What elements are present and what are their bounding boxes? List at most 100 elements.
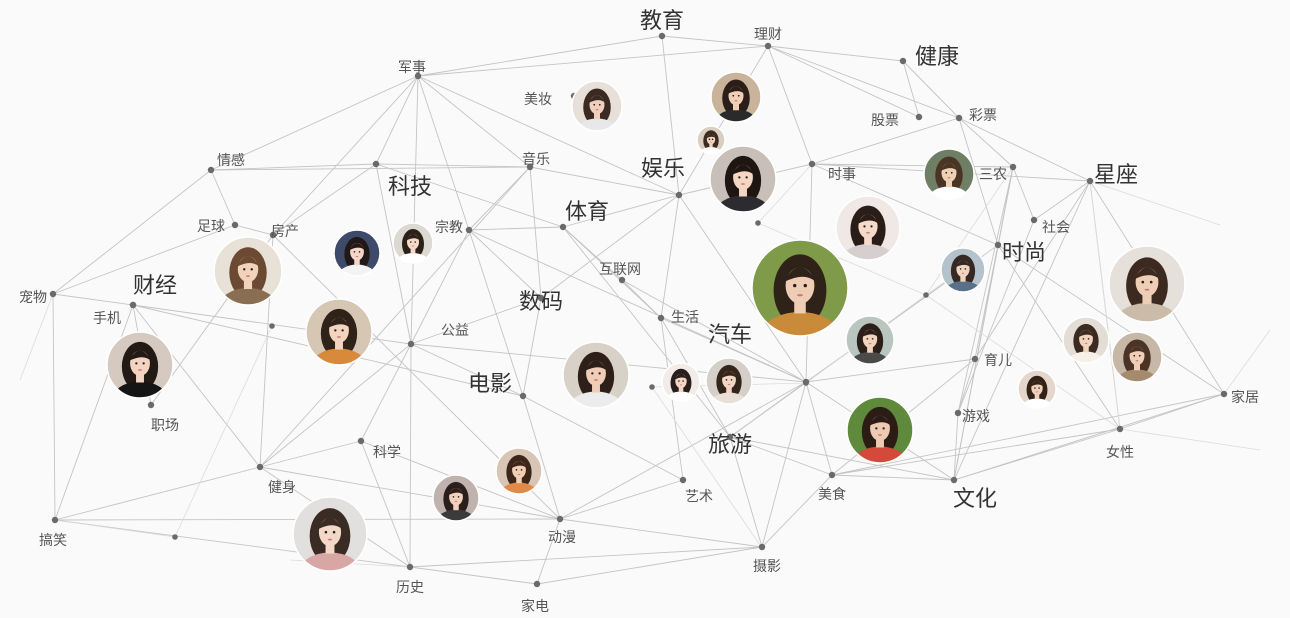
topic-label-keji[interactable]: 科技 bbox=[388, 175, 432, 200]
avatar-border bbox=[835, 195, 901, 261]
topic-label-sannong[interactable]: 三农 bbox=[979, 167, 1007, 183]
topic-label-youxi[interactable]: 游戏 bbox=[962, 409, 990, 425]
avatar-photo[interactable] bbox=[706, 358, 752, 418]
edge-qiche-yuer bbox=[805, 358, 976, 383]
edge-chongwu-zuqiu bbox=[52, 224, 236, 295]
avatar-photo[interactable] bbox=[496, 448, 542, 508]
avatar-photo[interactable] bbox=[572, 81, 622, 146]
topic-label-shehui[interactable]: 社会 bbox=[1042, 220, 1070, 236]
topic-label-chongwu[interactable]: 宠物 bbox=[19, 290, 47, 306]
topic-label-shishi[interactable]: 时事 bbox=[828, 167, 856, 183]
topic-label-meizhuang[interactable]: 美妆 bbox=[524, 92, 552, 108]
avatar-photo[interactable] bbox=[293, 497, 367, 593]
topic-label-gupiao[interactable]: 股票 bbox=[871, 113, 899, 129]
avatar-photo[interactable] bbox=[393, 223, 433, 275]
topic-label-zongjiao[interactable]: 宗教 bbox=[435, 220, 463, 236]
node-dot-lvyou bbox=[726, 433, 734, 441]
avatar-photo[interactable] bbox=[941, 248, 985, 305]
edge-dianying-shuma bbox=[522, 297, 542, 397]
topic-label-shishang[interactable]: 时尚 bbox=[1002, 241, 1046, 266]
topic-label-xingzuo[interactable]: 星座 bbox=[1094, 163, 1138, 188]
topic-label-lishi[interactable]: 历史 bbox=[396, 580, 424, 596]
edge-jianshen-kexue bbox=[259, 440, 362, 468]
edge-qinggan-chongwu bbox=[52, 169, 212, 295]
edge-keji-fangchan bbox=[272, 163, 377, 236]
edge-gongyi-kexue bbox=[360, 343, 412, 442]
avatar-photo[interactable] bbox=[306, 299, 372, 385]
avatar-photo[interactable] bbox=[846, 316, 894, 378]
avatar-photo[interactable] bbox=[836, 196, 900, 279]
node-dot-qinggan bbox=[207, 166, 215, 174]
topic-label-shenghuo[interactable]: 生活 bbox=[671, 310, 699, 326]
node-dot-jianshen bbox=[256, 463, 264, 471]
topic-label-jiaju[interactable]: 家居 bbox=[1231, 389, 1259, 406]
avatar-photo[interactable] bbox=[1018, 370, 1056, 419]
avatar-photo[interactable] bbox=[697, 126, 725, 162]
topic-label-gaoxiao[interactable]: 搞笑 bbox=[39, 533, 67, 549]
avatar-photo[interactable] bbox=[847, 397, 913, 483]
edge-jiankang-caipiao bbox=[902, 60, 960, 119]
topic-label-yishu[interactable]: 艺术 bbox=[685, 489, 713, 505]
node-dot-dianying bbox=[519, 392, 527, 400]
avatar-photo[interactable] bbox=[107, 332, 173, 418]
faint-edge bbox=[174, 325, 273, 538]
topic-label-caipiao[interactable]: 彩票 bbox=[969, 108, 997, 124]
avatar-border bbox=[305, 298, 373, 366]
avatar-photo[interactable] bbox=[433, 475, 479, 535]
node-dot-zongjiao bbox=[465, 226, 473, 234]
topic-label-nvxing[interactable]: 女性 bbox=[1106, 444, 1134, 461]
topic-label-gongyi[interactable]: 公益 bbox=[441, 323, 469, 339]
edge-youxi-wenhua bbox=[953, 412, 959, 481]
topic-label-tiyu[interactable]: 体育 bbox=[565, 200, 609, 225]
topic-label-zhichang[interactable]: 职场 bbox=[151, 418, 179, 434]
topic-label-licai[interactable]: 理财 bbox=[754, 27, 782, 43]
faint-edge bbox=[19, 293, 54, 381]
topic-label-shouji[interactable]: 手机 bbox=[93, 311, 121, 327]
edge-keji-yinyue bbox=[375, 163, 531, 168]
edge-kexue-lishi bbox=[360, 440, 411, 568]
avatar-border bbox=[696, 125, 726, 155]
node-dot-tiyu bbox=[559, 223, 567, 231]
avatar-photo[interactable] bbox=[662, 363, 700, 412]
topic-label-jianshen[interactable]: 健身 bbox=[268, 480, 296, 496]
topic-label-yuer[interactable]: 育儿 bbox=[984, 353, 1012, 369]
avatar-photo[interactable] bbox=[710, 146, 776, 232]
topic-label-fangchan[interactable]: 房产 bbox=[271, 224, 299, 240]
edge-licai-shishi bbox=[767, 45, 813, 165]
avatar-photo[interactable] bbox=[1109, 246, 1185, 345]
topic-label-yinyue[interactable]: 音乐 bbox=[522, 151, 550, 168]
topic-label-jiaoyu[interactable]: 教育 bbox=[640, 9, 684, 34]
edge-chongwu-gaoxiao bbox=[52, 293, 56, 521]
topic-label-lvyou[interactable]: 旅游 bbox=[708, 433, 752, 458]
avatar-photo[interactable] bbox=[1063, 317, 1109, 377]
topic-label-shuma[interactable]: 数码 bbox=[519, 290, 563, 315]
topic-label-qiche[interactable]: 汽车 bbox=[708, 323, 752, 348]
topic-label-kexue[interactable]: 科学 bbox=[373, 445, 401, 461]
topic-label-meishi[interactable]: 美食 bbox=[818, 486, 846, 503]
topic-label-qinggan[interactable]: 情感 bbox=[217, 152, 245, 169]
topic-label-sheying[interactable]: 摄影 bbox=[753, 559, 781, 575]
avatar-photo[interactable] bbox=[214, 237, 282, 325]
avatar-photo[interactable] bbox=[924, 149, 974, 214]
junction-dot bbox=[649, 384, 655, 390]
edge-gongyi-dianying bbox=[410, 343, 524, 397]
avatar-photo[interactable] bbox=[1112, 332, 1162, 397]
avatar-photo[interactable] bbox=[334, 230, 380, 290]
avatar-photo[interactable] bbox=[711, 72, 761, 137]
topic-label-jiankang[interactable]: 健康 bbox=[915, 45, 959, 70]
topic-label-jiadian[interactable]: 家电 bbox=[521, 598, 549, 615]
topic-label-yule[interactable]: 娱乐 bbox=[641, 157, 685, 182]
topic-label-dianying[interactable]: 电影 bbox=[468, 372, 512, 397]
topic-label-hulianwang[interactable]: 互联网 bbox=[599, 262, 641, 278]
edge-caipiao-sannong bbox=[958, 117, 1014, 168]
edge-lvyou-sheying bbox=[729, 436, 763, 548]
topic-label-dongman[interactable]: 动漫 bbox=[548, 530, 576, 546]
avatar-photo[interactable] bbox=[563, 342, 629, 428]
topic-label-zuqiu[interactable]: 足球 bbox=[197, 219, 225, 235]
topic-label-junshi[interactable]: 军事 bbox=[398, 60, 426, 76]
junction-dot bbox=[923, 292, 929, 298]
avatar-photo[interactable] bbox=[752, 240, 848, 365]
topic-label-caijing[interactable]: 财经 bbox=[133, 274, 177, 299]
node-dot-shishang bbox=[994, 241, 1002, 249]
topic-label-wenhua[interactable]: 文化 bbox=[953, 487, 997, 512]
